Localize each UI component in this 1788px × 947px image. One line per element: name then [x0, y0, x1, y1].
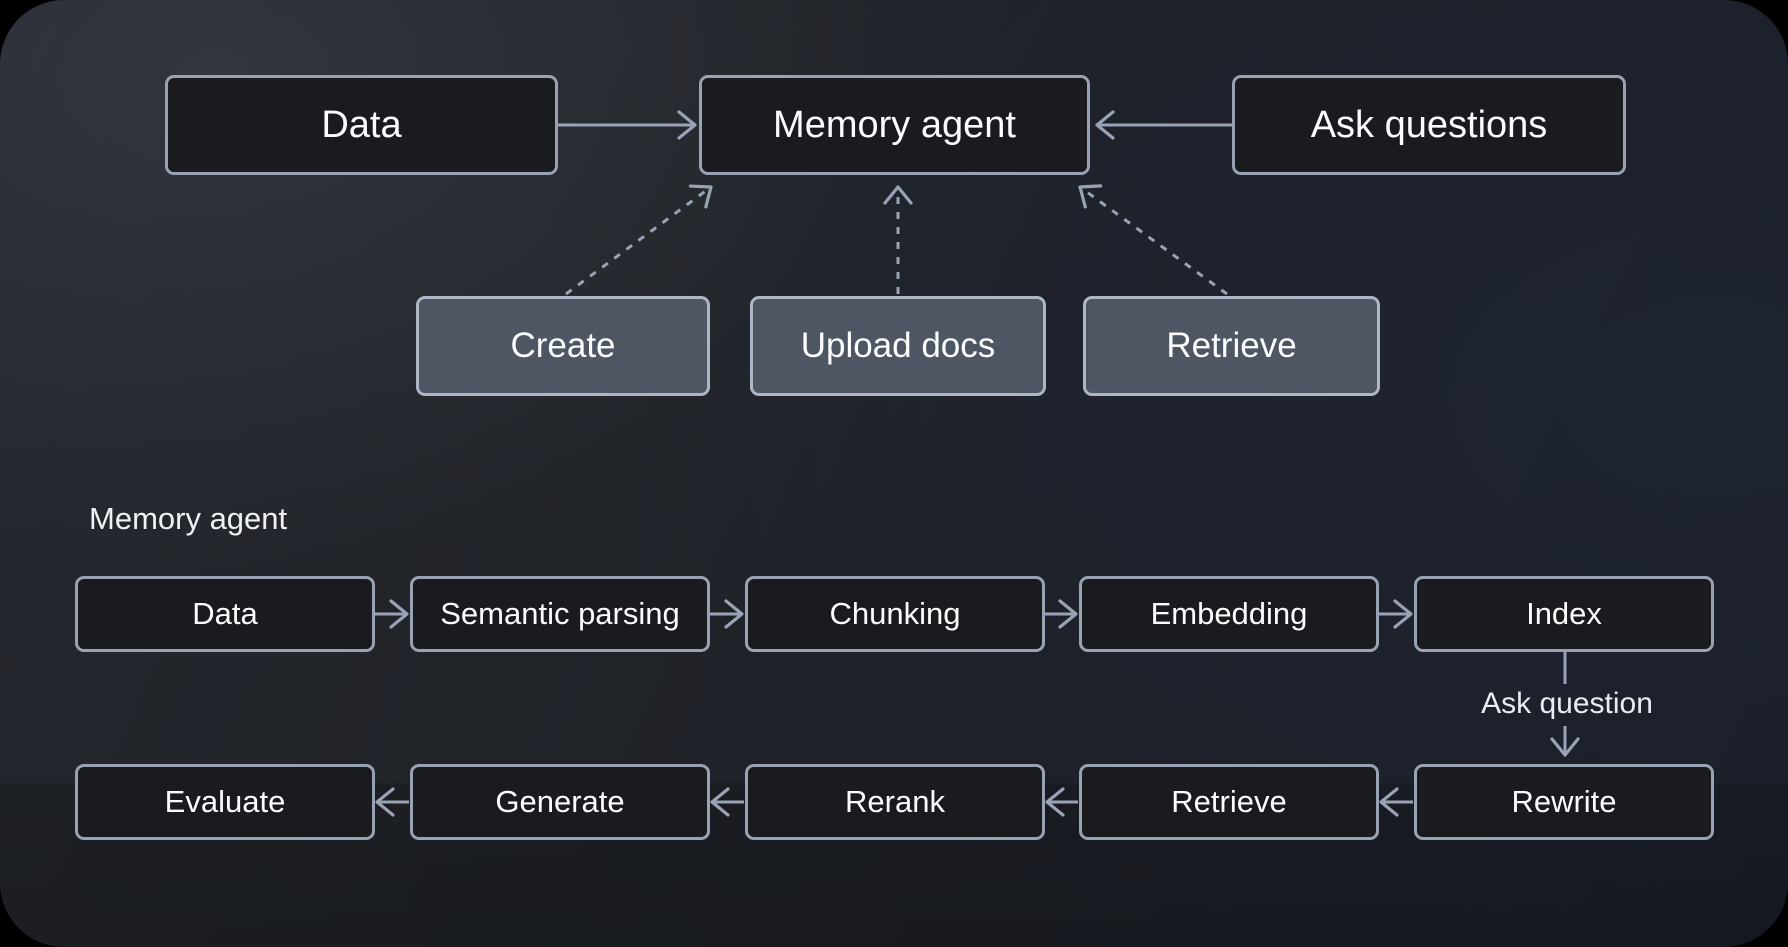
node-rerank: Rerank — [745, 764, 1045, 840]
node-pipeline-data: Data — [75, 576, 375, 652]
node-embedding: Embedding — [1079, 576, 1379, 652]
node-data-label: Data — [321, 103, 402, 146]
node-rewrite: Rewrite — [1414, 764, 1714, 840]
pipeline-section-title: Memory agent — [89, 501, 288, 536]
node-pipeline-data-label: Data — [192, 596, 258, 631]
node-evaluate-label: Evaluate — [164, 784, 286, 819]
node-memory-agent-label: Memory agent — [773, 103, 1016, 146]
node-pipeline-retrieve: Retrieve — [1079, 764, 1379, 840]
node-semantic-parsing-label: Semantic parsing — [440, 596, 680, 631]
node-generate-label: Generate — [495, 784, 625, 819]
node-embedding-label: Embedding — [1150, 596, 1308, 631]
node-index-label: Index — [1526, 596, 1602, 631]
node-data: Data — [165, 75, 558, 175]
node-upload-docs-label: Upload docs — [800, 326, 996, 365]
node-ask-questions-label: Ask questions — [1310, 103, 1548, 146]
node-retrieve-operation: Retrieve — [1083, 296, 1380, 396]
arrow-retrieve-to-memory-agent — [1078, 184, 1228, 296]
node-pipeline-retrieve-label: Retrieve — [1171, 784, 1287, 819]
ask-question-edge-label: Ask question — [1481, 687, 1653, 720]
node-create: Create — [416, 296, 710, 396]
node-index: Index — [1414, 576, 1714, 652]
node-evaluate: Evaluate — [75, 764, 375, 840]
node-rewrite-label: Rewrite — [1511, 784, 1617, 819]
node-generate: Generate — [410, 764, 710, 840]
node-chunking-label: Chunking — [829, 596, 961, 631]
node-create-label: Create — [510, 326, 616, 365]
node-upload-docs: Upload docs — [750, 296, 1046, 396]
node-retrieve-operation-label: Retrieve — [1166, 326, 1297, 365]
node-rerank-label: Rerank — [845, 784, 945, 819]
node-semantic-parsing: Semantic parsing — [410, 576, 710, 652]
node-chunking: Chunking — [745, 576, 1045, 652]
arrow-create-to-memory-agent — [565, 184, 713, 296]
node-ask-questions: Ask questions — [1232, 75, 1626, 175]
node-memory-agent: Memory agent — [699, 75, 1090, 175]
